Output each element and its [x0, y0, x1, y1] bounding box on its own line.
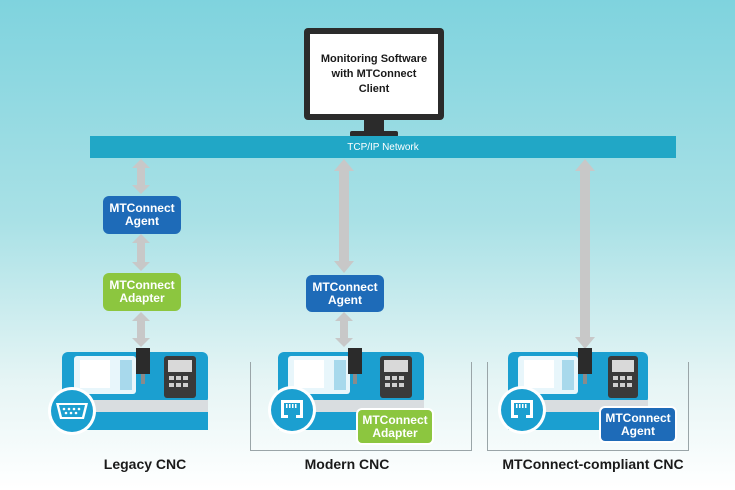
monitor-base: [350, 131, 398, 137]
arrow-network-to-legacy-agent: [132, 159, 150, 194]
modern-ethernet-port-icon: [281, 400, 303, 418]
arrow-network-to-compliant-machine: [575, 159, 595, 349]
compliant-cnc-frame: [487, 362, 689, 451]
compliant-ethernet-port-icon: [511, 400, 533, 418]
legacy-adapter-box: MTConnect Adapter: [103, 273, 181, 311]
monitor-screen-label: Monitoring Software with MTConnect Clien…: [310, 34, 438, 114]
modern-adapter-box: MTConnect Adapter: [356, 408, 434, 445]
monitor-stand: [364, 120, 384, 131]
network-label: TCP/IP Network: [347, 141, 419, 153]
arrow-network-to-modern-agent: [334, 159, 354, 273]
legacy-cnc-machine: [62, 348, 208, 430]
arrow-legacy-adapter-to-machine: [132, 312, 150, 347]
compliant-agent-box: MTConnect Agent: [599, 406, 677, 443]
modern-cnc-caption: Modern CNC: [304, 456, 390, 472]
arrow-legacy-agent-to-adapter: [132, 234, 150, 271]
modern-agent-box: MTConnect Agent: [306, 275, 384, 312]
modern-cnc-frame: [250, 362, 472, 451]
legacy-agent-box: MTConnect Agent: [103, 196, 181, 234]
serial-port-icon: [56, 403, 88, 419]
arrow-modern-agent-to-machine: [335, 312, 353, 347]
legacy-cnc-caption: Legacy CNC: [103, 456, 187, 472]
tcp-ip-network-bar: TCP/IP Network: [90, 136, 676, 158]
compliant-cnc-caption: MTConnect-compliant CNC: [502, 456, 684, 472]
